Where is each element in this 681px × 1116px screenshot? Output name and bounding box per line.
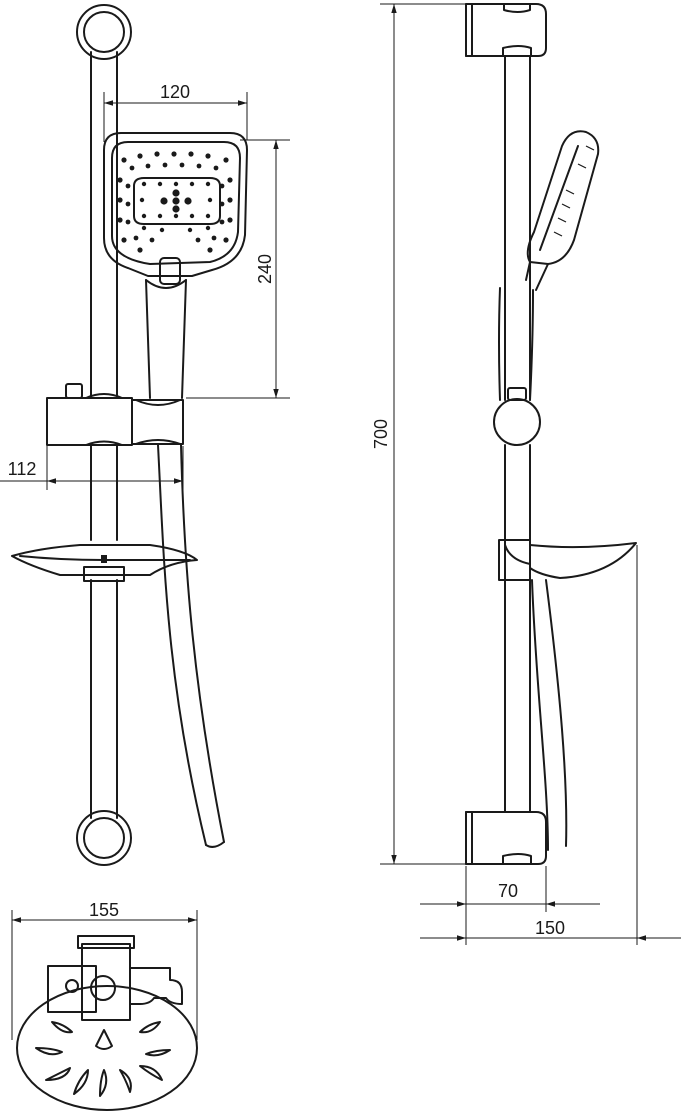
dim-head-width: 120 — [160, 82, 190, 102]
rail-side — [504, 55, 531, 813]
slider-side — [493, 387, 541, 446]
drainage-slots — [35, 1021, 171, 1097]
bottom-bracket-front — [76, 810, 132, 866]
top-view — [16, 935, 198, 1111]
top-bracket-front — [76, 4, 132, 60]
soap-dish-side — [498, 539, 637, 581]
hose-front — [157, 444, 225, 846]
side-view — [465, 3, 637, 865]
top-bracket-side — [465, 3, 547, 57]
dimension-labels: 120 240 112 700 70 150 155 — [8, 82, 565, 938]
bottom-bracket-side — [465, 811, 547, 865]
shower-head-front — [103, 132, 248, 399]
nozzle-pattern — [117, 151, 233, 253]
slider-front — [46, 383, 184, 446]
dimension-lines — [0, 3, 681, 1040]
dim-dish-depth: 150 — [535, 918, 565, 938]
dim-offset: 112 — [8, 459, 37, 479]
dim-head-height: 240 — [255, 254, 275, 284]
dim-wall-depth: 70 — [498, 881, 518, 901]
shower-head-side — [498, 130, 600, 401]
dim-dish-width: 155 — [89, 900, 119, 920]
dim-rail-height: 700 — [371, 419, 391, 449]
rail-front — [90, 51, 118, 819]
dish-top — [16, 985, 198, 1111]
soap-dish-front — [11, 544, 198, 582]
hose-side — [531, 579, 568, 851]
front-view — [11, 4, 248, 866]
